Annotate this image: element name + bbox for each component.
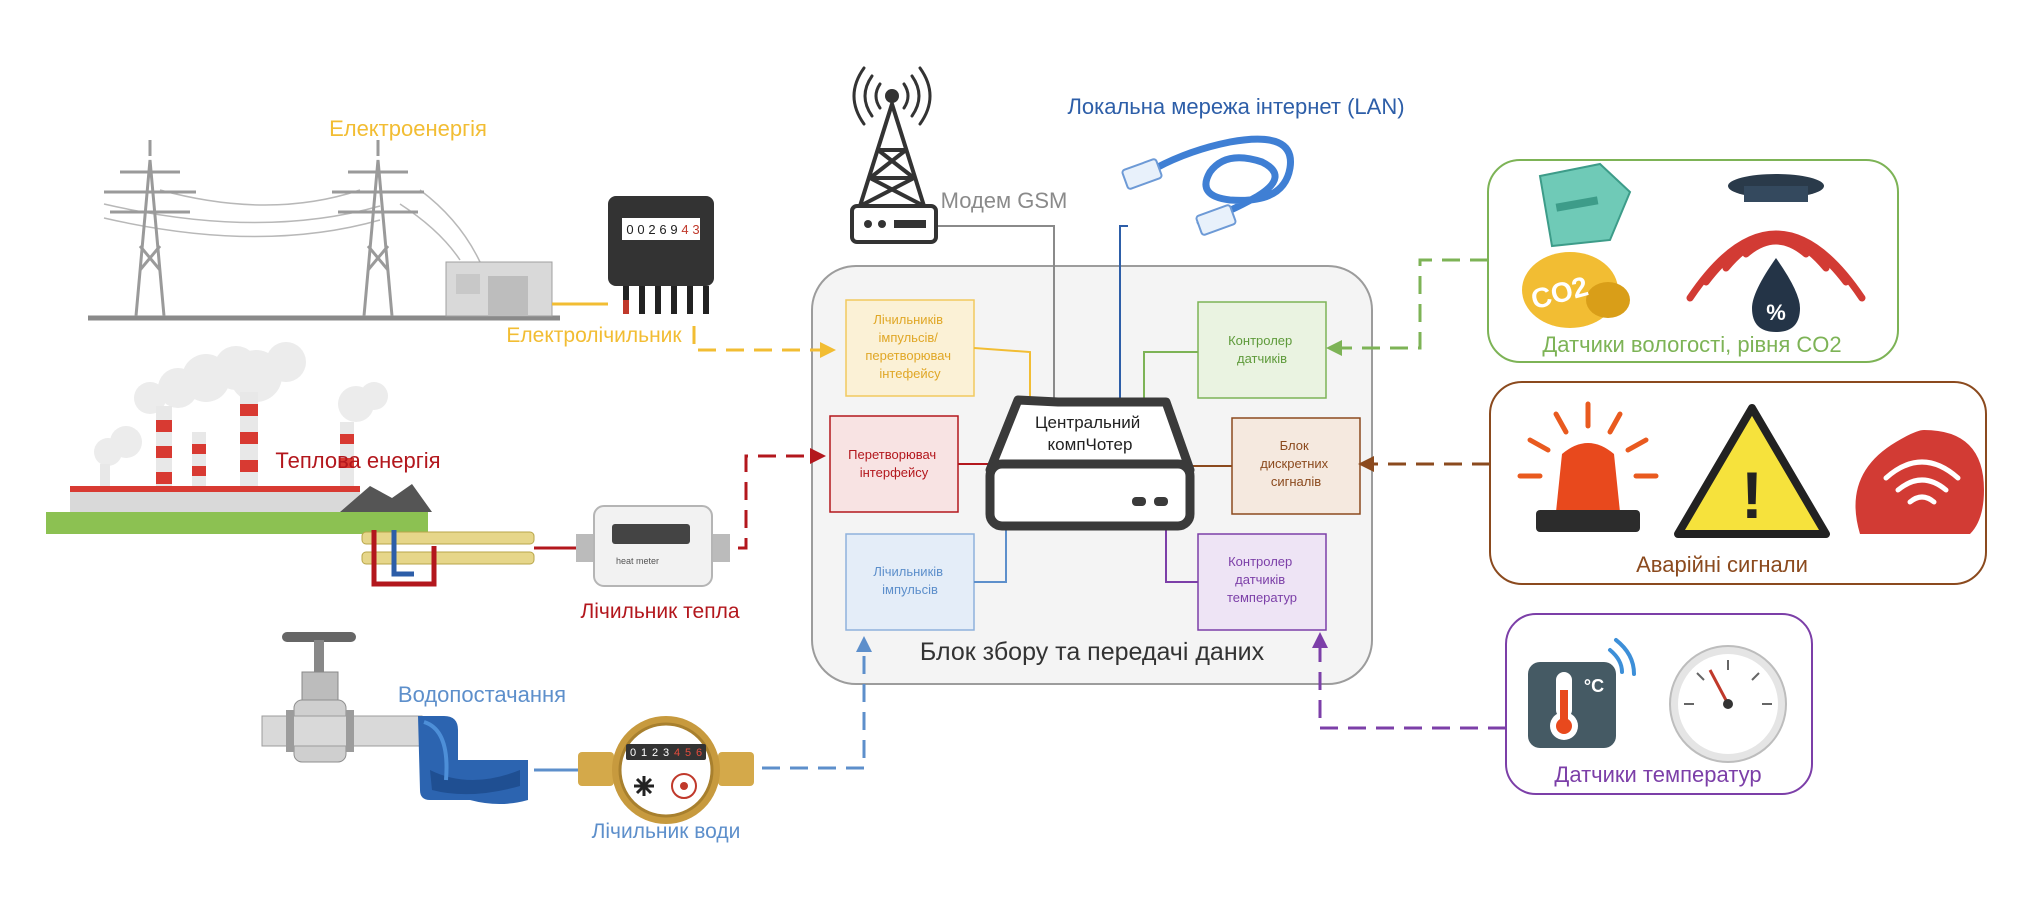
water-meter-digit: 4 <box>674 747 680 759</box>
central-computer-icon <box>985 395 1195 531</box>
temperature-sensors-label: Датчики температур <box>1554 762 1761 787</box>
water-meter-label: Лічильник води <box>592 820 741 843</box>
lan-cable-icon <box>1121 135 1294 236</box>
module-sensor-controller-line: датчиків <box>1237 351 1287 366</box>
module-interface-converter-line: Перетворювач <box>848 447 936 462</box>
svg-text:Перетворювач інтерфейсу: Перетворювач інтерфейсу <box>848 447 940 480</box>
module-pulse-converter-line: перетворювач <box>865 348 951 363</box>
electric-meter-icon: 0 0 2 6 9 4 3 <box>608 196 714 314</box>
module-discrete-signals: Блок дискретних сигналів <box>1231 417 1361 515</box>
humidity-symbol: % <box>1766 300 1786 325</box>
water-meter-digit: 2 <box>652 747 658 759</box>
module-pulse-converter: Лічильників імпульсів/ перетворювач інте… <box>845 299 975 397</box>
meter-digit: 9 <box>670 222 677 237</box>
module-discrete-signals-line: Блок <box>1280 438 1309 453</box>
data-unit-label: Блок збору та передачі даних <box>920 638 1265 666</box>
module-interface-converter: Перетворювач інтерфейсу <box>829 415 959 513</box>
module-sensor-controller: Контролер датчиків <box>1197 301 1327 399</box>
module-interface-converter-line: інтерфейсу <box>860 465 929 480</box>
alarm-beacon-icon <box>1517 401 1659 532</box>
heat-energy-label: Теплова енергія <box>275 448 440 473</box>
module-pulse-counters: Лічильників імпульсів <box>845 533 975 631</box>
power-line-icon <box>88 140 560 321</box>
module-pulse-counters-line: імпульсів <box>882 582 938 597</box>
humidity-co2-label: Датчики вологості, рівня CO2 <box>1542 332 1841 357</box>
module-pulse-converter-line: Лічильників <box>873 312 943 327</box>
meter-digit: 4 <box>681 222 688 237</box>
meter-digit: 0 <box>637 222 644 237</box>
meter-digit: 3 <box>692 222 699 237</box>
module-discrete-signals-line: дискретних <box>1260 456 1328 471</box>
heat-meter-icon: heat meter <box>576 505 730 587</box>
svg-text:Лічильників імпульсів: Лічильників імпульсів <box>873 564 946 597</box>
water-meter-digit: 0 <box>630 747 636 759</box>
module-pulse-converter-line: інтефейсу <box>879 366 941 381</box>
water-meter-digit: 1 <box>641 747 647 759</box>
heat-meter-caption: heat meter <box>616 556 659 566</box>
central-computer-label-line1: Центральний <box>1035 413 1140 432</box>
module-discrete-signals-line: сигналів <box>1271 474 1321 489</box>
siren-icon <box>1855 430 1984 534</box>
arrowheads <box>810 340 1374 652</box>
module-pulse-counters-line: Лічильників <box>873 564 943 579</box>
dashed-connections <box>692 258 1506 770</box>
water-meter-icon: 0 1 2 3 4 5 6 <box>578 716 754 824</box>
water-meter-digit: 3 <box>663 747 669 759</box>
water-meter-digit: 5 <box>685 747 691 759</box>
module-temp-controller-line: температур <box>1227 590 1297 605</box>
heat-pipes-icon <box>361 530 535 587</box>
co2-sensor-icon: CO2 <box>1522 162 1632 328</box>
gauge-icon <box>1669 645 1787 763</box>
gsm-modem-label: Модем GSM <box>941 188 1068 213</box>
humidity-sensor-icon: % <box>1686 174 1866 332</box>
module-pulse-converter-line: імпульсів/ <box>879 330 939 345</box>
svg-text:Лічильників імпульсів/: Лічильників імпульсів/ перетворювач інте… <box>865 312 954 381</box>
module-temp-controller-line: Контролер <box>1228 554 1292 569</box>
electric-meter-label: Електролічильник <box>506 324 682 347</box>
svg-text:Блок дискретних си: Блок дискретних сигналів <box>1260 438 1332 489</box>
svg-text:Контролер датчиків: Контролер датчиків <box>1228 333 1296 366</box>
power-plant-icon <box>46 342 432 534</box>
alarm-symbol: ! <box>1741 458 1763 532</box>
module-temp-controller-line: датчиків <box>1235 572 1285 587</box>
gsm-tower-icon <box>850 66 938 244</box>
svg-text:Контролер датчиків: Контролер датчиків температур <box>1227 554 1297 605</box>
alarm-signals-label: Аварійні сигнали <box>1636 552 1808 577</box>
thermo-unit: °C <box>1584 676 1604 696</box>
meter-digit: 6 <box>659 222 666 237</box>
water-valve-icon <box>261 632 423 763</box>
water-flow-icon <box>418 716 528 804</box>
meter-digit: 2 <box>648 222 655 237</box>
heat-meter-label: Лічильник тепла <box>580 600 739 623</box>
thermometer-icon: °C <box>1528 638 1636 748</box>
svg-text:Центральний компЧотер: Центральний компЧотер <box>1035 413 1145 454</box>
electricity-label: Електроенергія <box>329 116 487 141</box>
water-meter-digit: 6 <box>696 747 702 759</box>
lan-label: Локальна мережа інтернет (LAN) <box>1067 94 1404 119</box>
meter-digit: 0 <box>626 222 633 237</box>
warning-sign-icon: ! <box>1674 404 1830 538</box>
module-sensor-controller-line: Контролер <box>1228 333 1292 348</box>
water-supply-label: Водопостачання <box>398 682 566 707</box>
central-computer-label-line2: компЧотер <box>1048 435 1133 454</box>
module-temp-controller: Контролер датчиків температур <box>1197 533 1327 631</box>
